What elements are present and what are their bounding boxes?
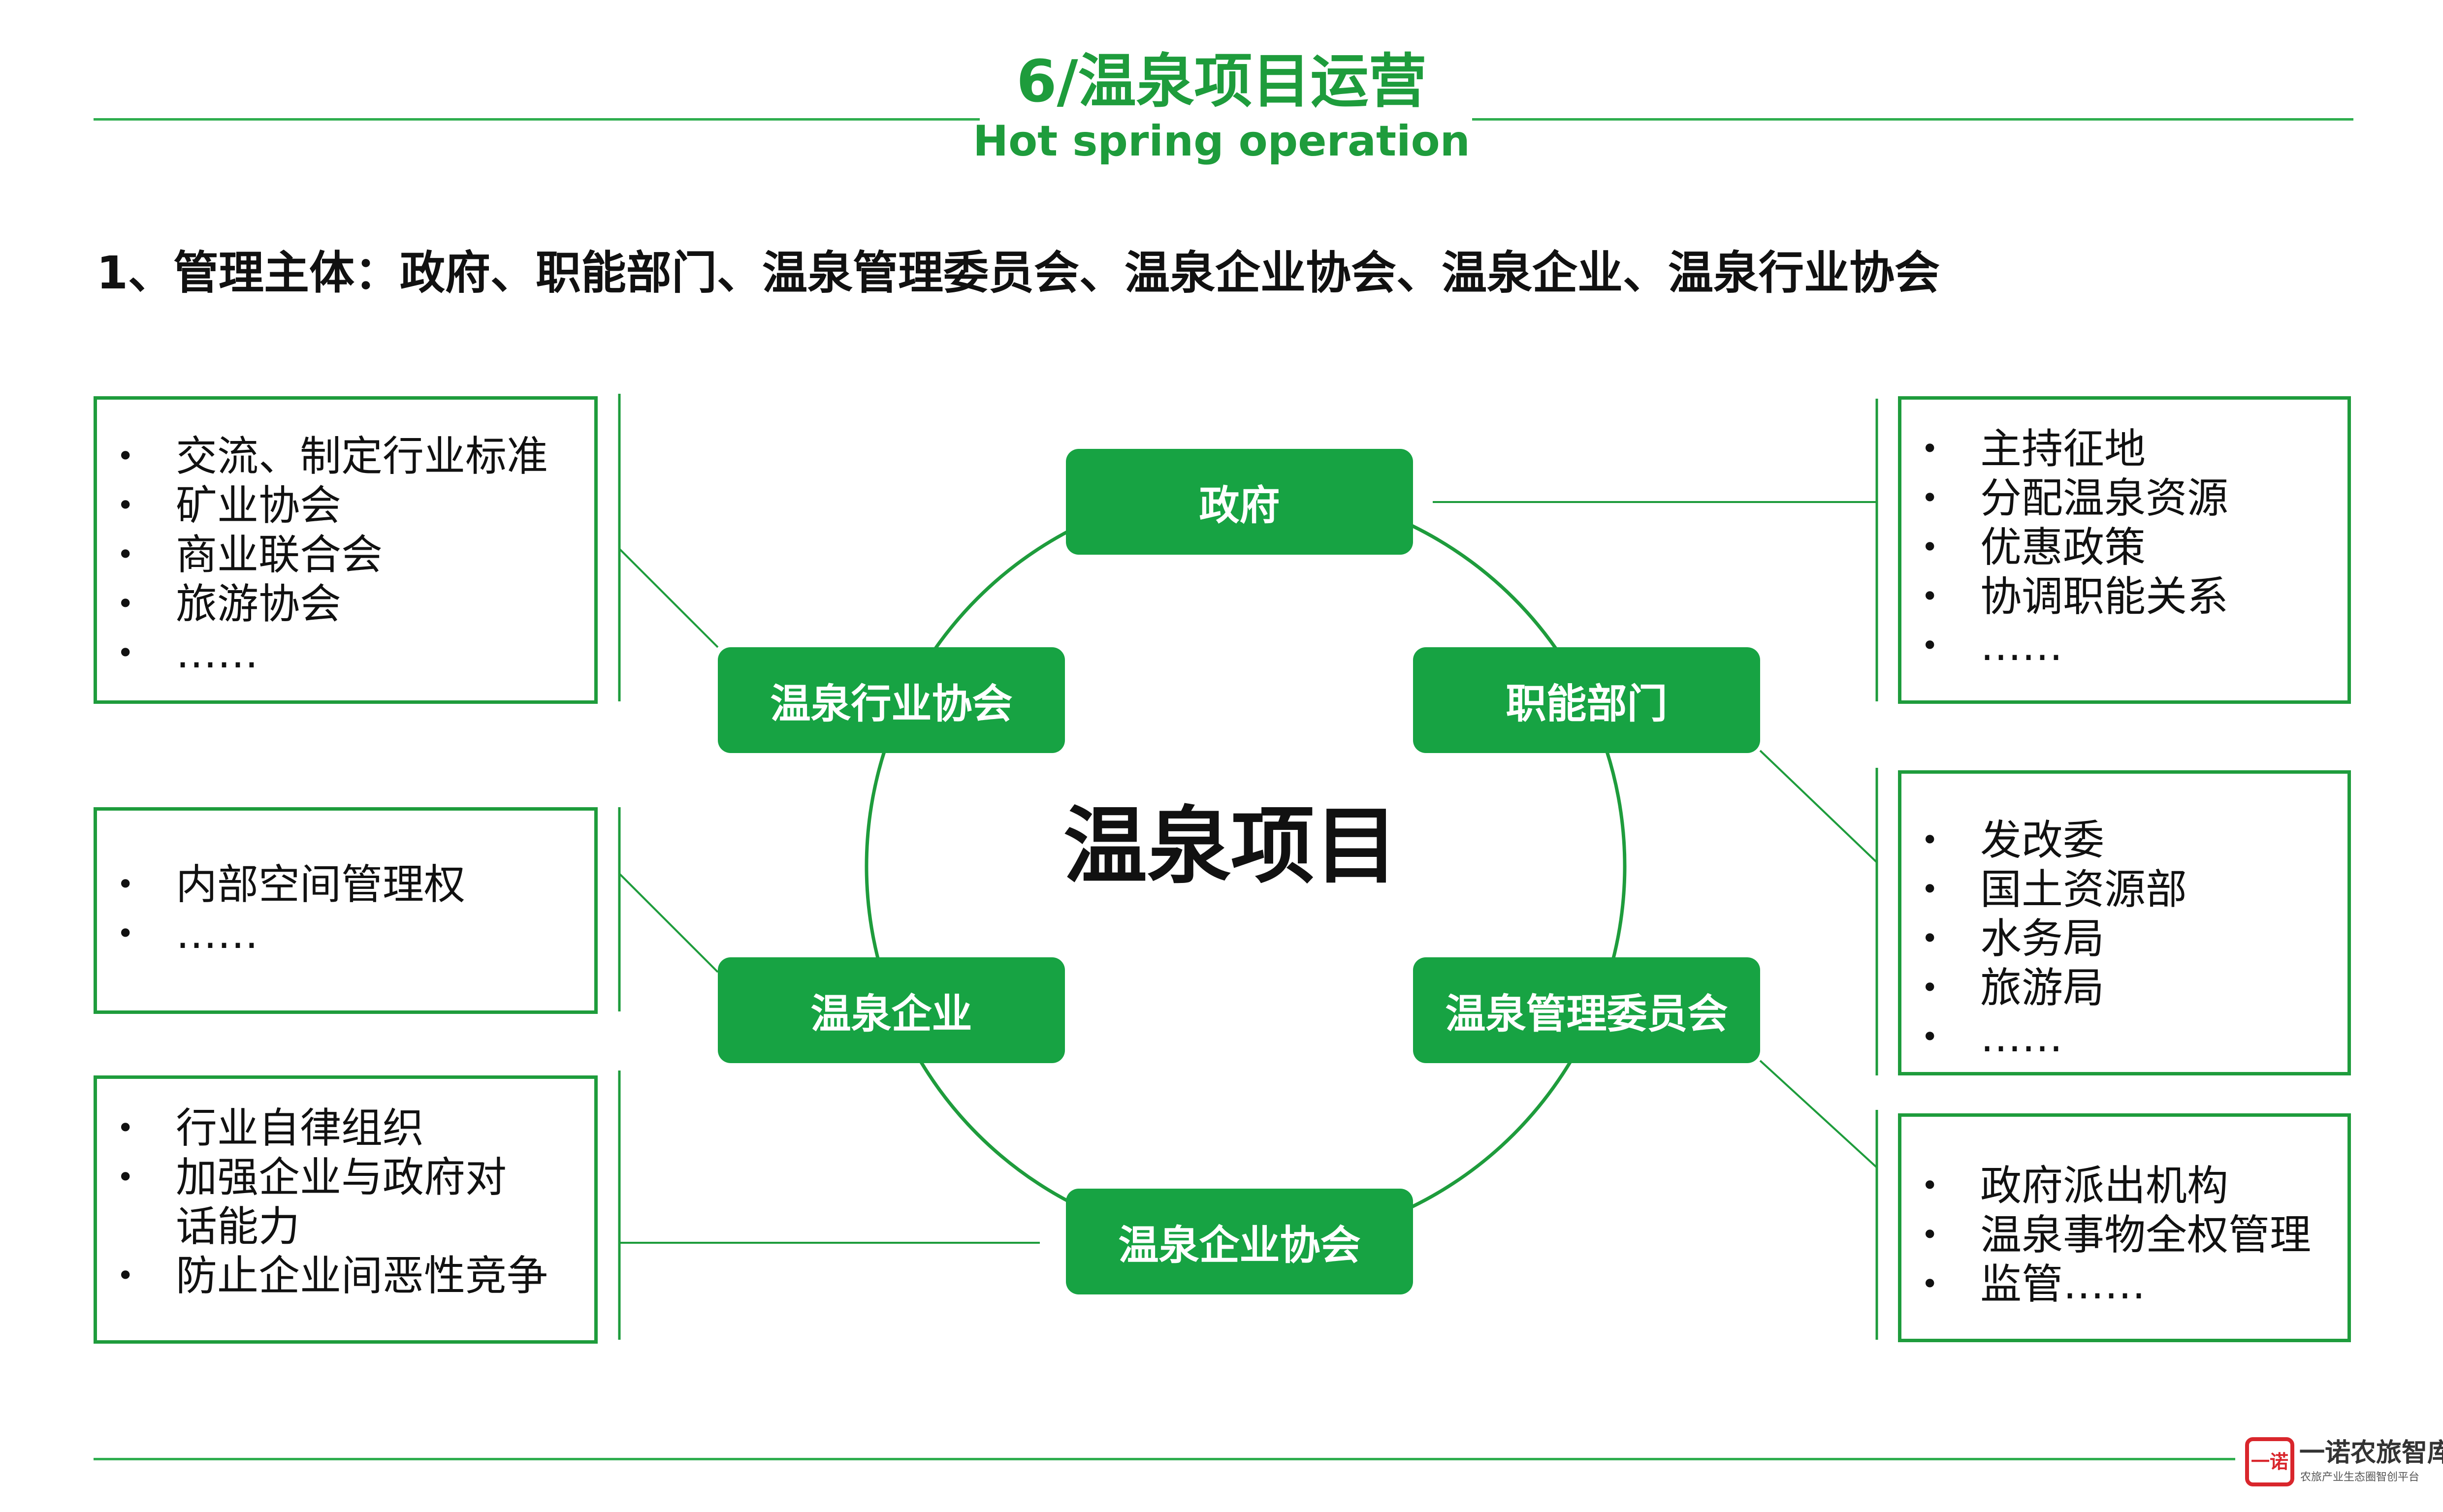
list-item: 矿业协会 (97, 481, 594, 530)
list-item: 优惠政策 (1901, 523, 2347, 572)
list-item: 分配温泉资源 (1901, 473, 2347, 523)
center-label: 温泉项目 (1063, 798, 1399, 895)
list-item: 内部空间管理权 (97, 860, 594, 909)
brand-name: 一诺农旅智库 (2299, 1438, 2443, 1468)
list-item: 主持征地 (1901, 424, 2347, 473)
brand-tagline: 农旅产业生态圈智创平台 (2300, 1471, 2420, 1483)
box-industry-association: 交流、制定行业标准 矿业协会 商业联合会 旅游协会 …… (94, 396, 598, 704)
box-enterprise: 内部空间管理权 …… (94, 807, 598, 1014)
list-item: 水务局 (1901, 914, 2347, 963)
node-functional-departments: 职能部门 (1413, 647, 1760, 753)
list-item: 温泉事物全权管理 (1901, 1210, 2347, 1260)
title-rule-left (94, 118, 980, 121)
list-item: 国土资源部 (1901, 865, 2347, 914)
list-item: 政府派出机构 (1901, 1161, 2347, 1210)
list-item: 交流、制定行业标准 (97, 432, 594, 481)
brand-logo-icon: 一诺 (2245, 1437, 2294, 1486)
list-item: 防止企业间恶性竞争 (97, 1251, 594, 1300)
section-heading: 1、管理主体：政府、职能部门、温泉管理委员会、温泉企业协会、温泉企业、温泉行业协… (96, 247, 1940, 299)
page-subtitle: Hot spring operation (973, 117, 1470, 166)
box-management-committee: 政府派出机构 温泉事物全权管理 监管…… (1898, 1113, 2351, 1342)
list-item: 监管…… (1901, 1260, 2347, 1309)
node-enterprise: 温泉企业 (718, 957, 1065, 1063)
box-government: 主持征地 分配温泉资源 优惠政策 协调职能关系 …… (1898, 396, 2351, 704)
box-enterprise-association: 行业自律组织 加强企业与政府对话能力 防止企业间恶性竞争 (94, 1075, 598, 1344)
node-industry-association: 温泉行业协会 (718, 647, 1065, 753)
box-functional-departments: 发改委 国土资源部 水务局 旅游局 …… (1898, 770, 2351, 1075)
list-item: …… (1901, 1012, 2347, 1062)
node-management-committee: 温泉管理委员会 (1413, 957, 1760, 1063)
list-item: 协调职能关系 (1901, 572, 2347, 621)
list-item: 旅游协会 (97, 579, 594, 629)
title-rule-right (1472, 118, 2353, 121)
list-item: …… (1901, 621, 2347, 670)
list-item: 发改委 (1901, 816, 2347, 865)
list-item: …… (97, 629, 594, 678)
list-item: 行业自律组织 (97, 1103, 594, 1153)
list-item: 加强企业与政府对话能力 (97, 1153, 520, 1251)
node-enterprise-association: 温泉企业协会 (1066, 1189, 1413, 1294)
footer-rule (94, 1458, 2235, 1460)
node-government: 政府 (1066, 449, 1413, 555)
list-item: …… (97, 909, 594, 958)
list-item: 商业联合会 (97, 530, 594, 579)
page-title: 6/温泉项目运营 (1016, 47, 1427, 115)
list-item: 旅游局 (1901, 963, 2347, 1012)
